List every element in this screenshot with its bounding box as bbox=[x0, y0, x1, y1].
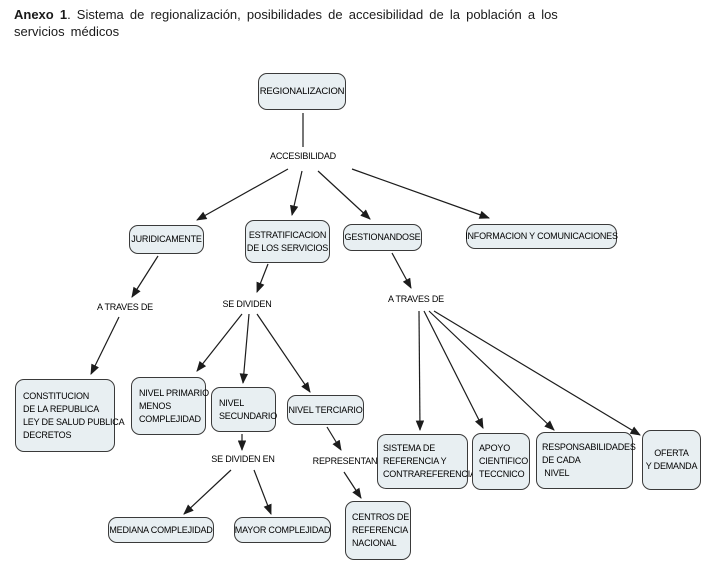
node-constitucion-republica-ley-salud: CONSTITUCION DE LA REPUBLICA LEY DE SALU… bbox=[15, 379, 125, 452]
label-a-traves-de-right: A TRAVES DE bbox=[388, 294, 444, 304]
edge-accesibilidad-to-informacion bbox=[351, 168, 490, 219]
node-mediana-complejidad: MEDIANA COMPLEJIDAD bbox=[108, 517, 214, 543]
edge-a-traves-de-left-to-constitucion bbox=[90, 316, 120, 375]
node-gestionandose: GESTIONANDOSE bbox=[343, 224, 422, 251]
node-juridicamente: JURIDICAMENTE bbox=[129, 225, 204, 254]
edge-a-traves-de-right-to-sistema bbox=[415, 310, 425, 432]
node-responsabilidades-de-cada-nivel: RESPONSABILIDADES DE CADA NIVEL bbox=[536, 432, 636, 489]
edge-se-dividen-en-to-mayor-complejidad bbox=[253, 469, 272, 515]
node-nivel-secundario: NIVEL SECUNDARIO bbox=[211, 387, 277, 432]
edge-representan-to-centros bbox=[343, 471, 362, 499]
label-se-dividen: SE DIVIDEN bbox=[222, 299, 272, 309]
node-regionalizacion: REGIONALIZACION bbox=[258, 73, 346, 110]
label-representan: REPRESENTAN bbox=[312, 456, 378, 466]
node-mayor-complejidad: MAYOR COMPLEJIDAD bbox=[234, 517, 331, 543]
edge-a-traves-de-right-to-apoyo bbox=[423, 310, 484, 429]
node-oferta-y-demanda: OFERTA Y DEMANDA bbox=[642, 430, 701, 490]
edge-accesibilidad-to-estratificacion bbox=[289, 170, 303, 217]
edge-se-dividen-to-nivel-terciario bbox=[256, 313, 311, 393]
edge-juridicamente-to-a-traves-de-left bbox=[131, 255, 159, 298]
node-informacion-y-comunicaciones: INFORMACION Y COMUNICACIONES bbox=[465, 224, 618, 249]
edge-se-dividen-to-nivel-secundario bbox=[239, 313, 250, 385]
edge-se-dividen-en-to-mediana-complejidad bbox=[183, 469, 232, 515]
edge-se-dividen-to-nivel-primario bbox=[196, 313, 243, 372]
edge-gestionandose-to-a-traves-de-right bbox=[391, 252, 412, 289]
node-estratificacion-de-los-servicios: ESTRATIFICACION DE LOS SERVICIOS bbox=[245, 220, 330, 263]
edge-accesibilidad-to-juridicamente bbox=[196, 168, 289, 221]
node-nivel-terciario: NIVEL TERCIARIO bbox=[287, 395, 364, 425]
title-annex-number: Anexo 1 bbox=[14, 7, 68, 22]
node-apoyo-cientifico-tecnico: APOYO CIENTIFICO TECCNICO bbox=[472, 433, 530, 490]
edge-estratificacion-to-se-dividen bbox=[256, 263, 269, 293]
label-se-dividen-en: SE DIVIDEN EN bbox=[211, 454, 275, 464]
edge-nivel-terciario-to-representan bbox=[326, 426, 342, 451]
label-a-traves-de-left: A TRAVES DE bbox=[97, 302, 153, 312]
edge-a-traves-de-right-to-oferta bbox=[433, 310, 641, 436]
edge-a-traves-de-right-to-responsabilidades bbox=[428, 310, 555, 431]
node-nivel-primario: NIVEL PRIMARIO MENOS COMPLEJIDAD bbox=[131, 377, 209, 435]
node-sistema-referencia-contrareferencia: SISTEMA DE REFERENCIA Y CONTRAREFERENCIA bbox=[377, 434, 476, 489]
title-text: . Sistema de regionalización, posibilida… bbox=[14, 7, 558, 39]
edge-accesibilidad-to-gestionandose bbox=[317, 170, 371, 220]
page-title: Anexo 1. Sistema de regionalización, pos… bbox=[14, 6, 690, 40]
label-accesibilidad: ACCESIBILIDAD bbox=[270, 151, 336, 161]
node-centros-de-referencia-nacional: CENTROS DE REFERENCIA NACIONAL bbox=[345, 501, 411, 560]
